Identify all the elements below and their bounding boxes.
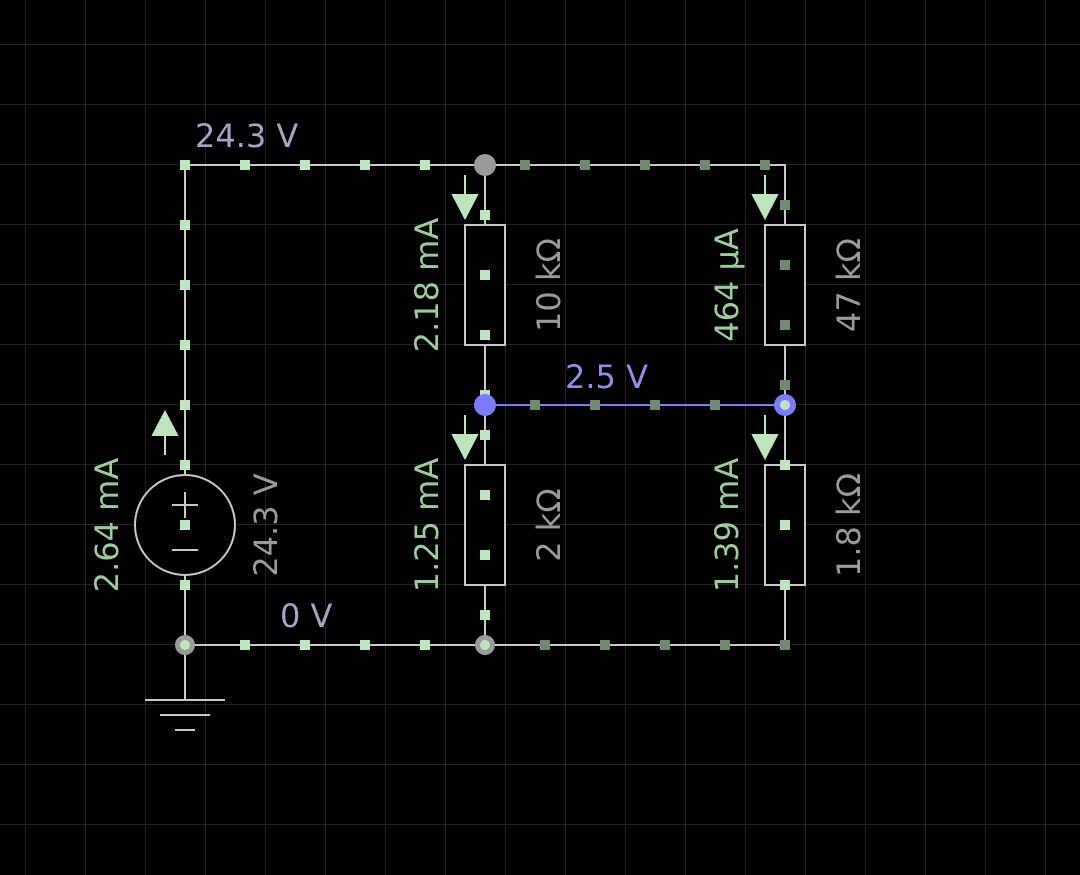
arrow-down-icon [451,415,479,461]
node-bottom-left-dot [180,640,190,650]
current-arrows [151,175,779,461]
resistor-r2-current: 464 µA [708,228,746,342]
arrow-down-icon [751,415,779,461]
node-top[interactable] [474,154,496,176]
resistor-r4-current: 1.39 mA [708,458,746,593]
arrow-up-icon [151,409,179,455]
source-voltage-label: 24.3 V [247,473,285,576]
resistor-r1-value: 10 kΩ [530,238,568,332]
current-dots [180,160,790,650]
arrow-down-icon [751,175,779,221]
resistor-r3[interactable] [464,464,506,586]
resistor-r3-current: 1.25 mA [408,458,446,593]
resistor-r2-value: 47 kΩ [830,238,868,332]
node-middle-right-dot [780,400,790,410]
arrow-down-icon [451,175,479,221]
source-current-label: 2.64 mA [88,458,126,593]
node-middle-left[interactable] [474,394,496,416]
resistor-r1-current: 2.18 mA [408,218,446,353]
current-dots-dim [520,160,790,650]
resistor-r3-value: 2 kΩ [530,488,568,562]
resistor-r1[interactable] [464,224,506,346]
node-voltage-top-label: 24.3 V [195,117,298,155]
node-voltage-bottom-label: 0 V [280,597,333,635]
resistor-r4-value: 1.8 kΩ [830,473,868,577]
node-voltage-middle-label: 2.5 V [565,358,648,396]
node-bottom-middle-dot [480,640,490,650]
ground-icon[interactable] [145,699,225,731]
